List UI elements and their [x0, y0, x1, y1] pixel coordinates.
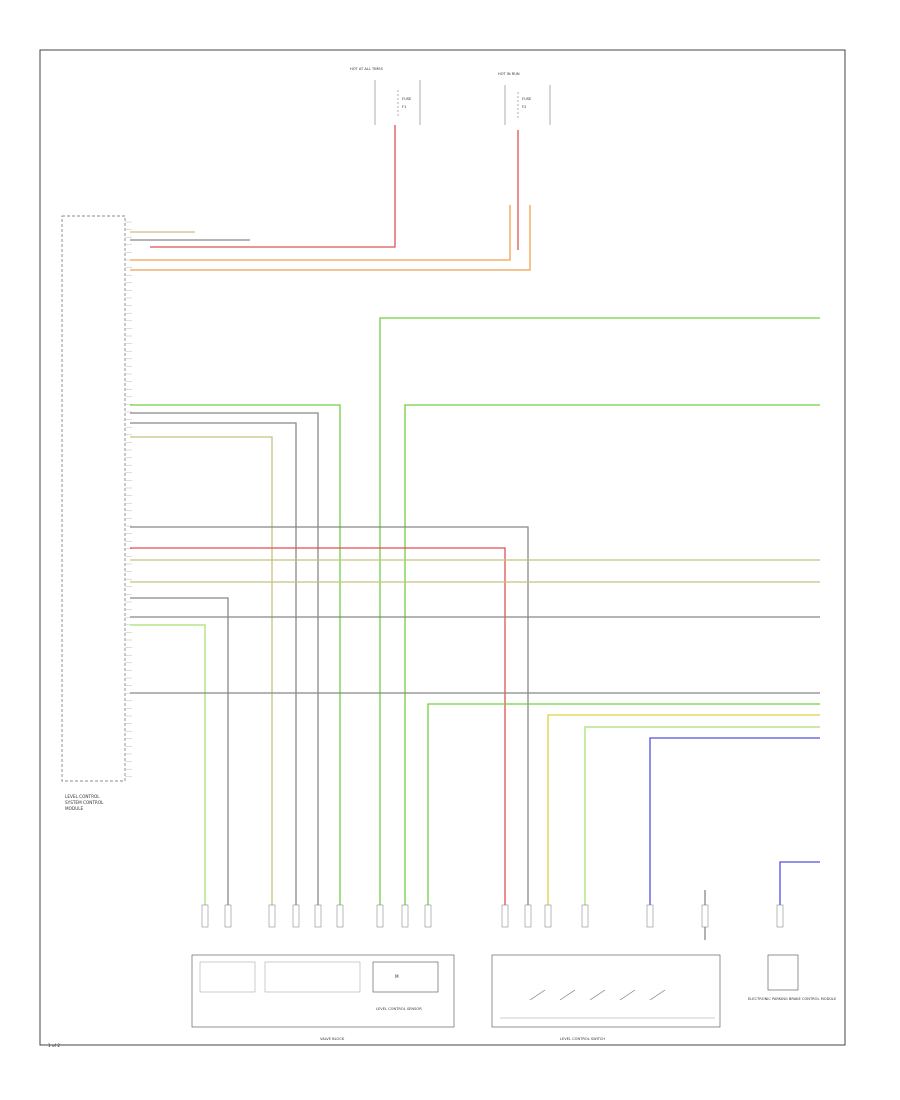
connector-pin: [268, 904, 276, 928]
wire-segment: [649, 737, 820, 915]
fuse-left-title: HOT AT ALL TIMES: [350, 67, 384, 71]
connector-pin: [314, 904, 322, 928]
connector-pin: [424, 904, 432, 928]
valve-left-inner: [199, 961, 256, 993]
connector-pin: [501, 904, 509, 928]
wire-segment: [584, 726, 820, 915]
fuse-right-title: HOT IN RUN: [498, 72, 520, 76]
wire-segment: [379, 317, 820, 915]
connector-pin: [776, 904, 784, 928]
page-tag: 1 of 2: [48, 1043, 60, 1048]
module-label-line-1: LEVEL CONTROL: [65, 794, 100, 799]
wire-segment: [130, 547, 506, 915]
wire-segment: [779, 861, 820, 915]
wires-layer: [130, 125, 820, 940]
module-pin-ticks: [125, 221, 132, 778]
connector-pin: [701, 904, 709, 928]
connector-pin: [336, 904, 344, 928]
connector-pin: [401, 904, 409, 928]
fuse-block-left: HOT AT ALL TIMES FUSE F1: [350, 67, 421, 125]
fuse-left-label: FUSE: [402, 97, 412, 101]
parking-brake-label: ELECTRONIC PARKING BRAKE CONTROL MODULE: [748, 997, 837, 1001]
connector-pin: [646, 904, 654, 928]
wire-segment: [130, 205, 511, 261]
connector-pin: [224, 904, 232, 928]
wire-segment: [130, 412, 319, 915]
wire-segment: [130, 624, 206, 915]
sensor-box: [372, 961, 439, 993]
wire-segment: [130, 526, 529, 915]
valve-block-box: [191, 954, 455, 1028]
connector-pin: [581, 904, 589, 928]
wire-segment: [404, 404, 820, 915]
connector-pin: [292, 904, 300, 928]
module-label-line-3: MODULE: [65, 806, 84, 811]
connector-pin: [524, 904, 532, 928]
connector-pin: [376, 904, 384, 928]
switch-contacts: [500, 989, 715, 1019]
fuse-left-id: F1: [402, 105, 406, 109]
control-module-box: [61, 215, 126, 782]
wire-segment: [130, 422, 297, 915]
valve-right-inner: [264, 961, 361, 993]
switch-group-label: LEVEL CONTROL SWITCH: [560, 1037, 605, 1041]
sensor-label: LEVEL CONTROL SENSOR: [376, 1007, 422, 1011]
sensor-text: M: [395, 974, 399, 979]
connector-pin: [544, 904, 552, 928]
fuse-right-id: F2: [522, 105, 526, 109]
fuse-block-right: HOT IN RUN FUSE F2: [498, 72, 551, 125]
module-label-line-2: SYSTEM CONTROL: [65, 800, 104, 805]
wire-segment: [547, 714, 820, 915]
fuse-right-label: FUSE: [522, 97, 532, 101]
wire-segment: [130, 205, 531, 271]
wire-segment: [130, 597, 229, 915]
wire-segment: [130, 404, 341, 915]
switch-group-box: [491, 954, 721, 1028]
wire-segment: [130, 436, 273, 915]
outer-frame: [39, 49, 846, 1046]
module-label: LEVEL CONTROL SYSTEM CONTROL MODULE: [65, 794, 104, 811]
valve-block-label: VALVE BLOCK: [320, 1037, 345, 1041]
parking-brake-module-box: [767, 954, 799, 991]
wire-segment: [150, 125, 396, 248]
wire-segment: [427, 703, 820, 915]
connector-pin: [201, 904, 209, 928]
